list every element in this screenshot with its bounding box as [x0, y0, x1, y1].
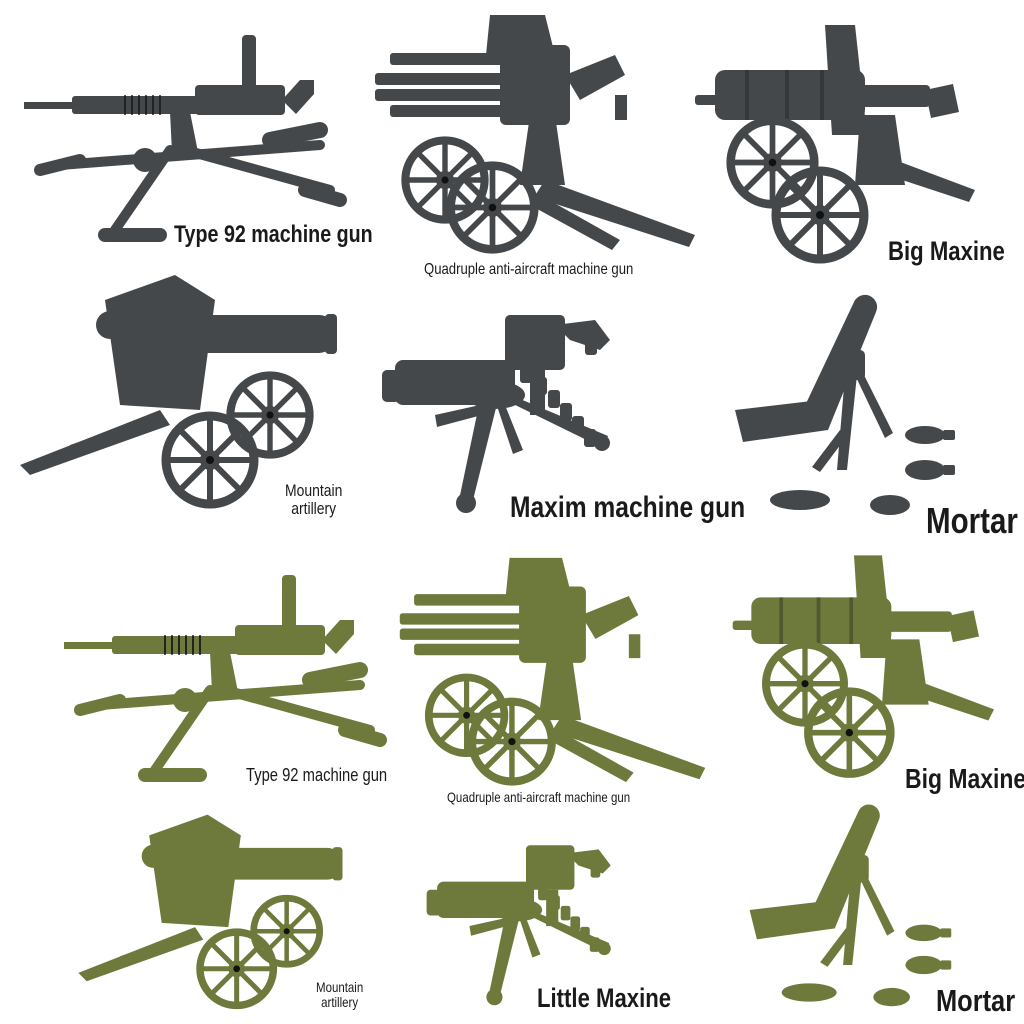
big-maxine-green-caption: Big Maxine: [905, 763, 1024, 794]
quad-green-caption: Quadruple anti-aircraft machine gun: [447, 789, 631, 805]
big-maxine-dark-caption: Big Maxine: [888, 236, 1005, 266]
mountain-green-caption: Mountain artillery: [316, 979, 364, 1010]
quad-aa-gun-icon: [370, 5, 700, 260]
type92-machine-gun-icon: [60, 570, 390, 790]
quad-aa-gun-icon: [395, 545, 710, 795]
mountain-dark-figure: [10, 270, 340, 515]
maxim-dark-caption: Maxim machine gun: [510, 491, 746, 524]
wheeled-maxim-icon: [690, 15, 990, 270]
quad-green-figure: [395, 545, 710, 795]
mortar-green-caption: Mortar: [936, 983, 1016, 1018]
tripod-maxim-icon: [380, 295, 640, 520]
mountain-green-figure: [70, 810, 345, 1015]
quad-dark-caption: Quadruple anti-aircraft machine gun: [424, 261, 634, 278]
mountain-dark-caption: Mountain artillery: [285, 481, 343, 518]
wheeled-maxim-icon: [728, 540, 1008, 790]
type92-dark-caption: Type 92 machine gun: [174, 221, 373, 248]
mortar-dark-figure: [730, 290, 970, 530]
little-maxine-green-caption: Little Maxine: [537, 983, 672, 1013]
type92-green-figure: [60, 570, 390, 790]
big-maxine-green-figure: [728, 540, 1008, 790]
type92-green-caption: Type 92 machine gun: [246, 765, 388, 785]
mortar-dark-caption: Mortar: [926, 500, 1018, 541]
mountain-artillery-icon: [10, 270, 340, 515]
type92-machine-gun-icon: [20, 30, 350, 250]
quad-dark-figure: [370, 5, 700, 260]
type92-dark-figure: [20, 30, 350, 250]
mountain-artillery-icon: [70, 810, 345, 1015]
maxim-dark-figure: [380, 295, 640, 520]
mortar-icon: [730, 290, 970, 530]
big-maxine-dark-figure: [690, 15, 990, 270]
